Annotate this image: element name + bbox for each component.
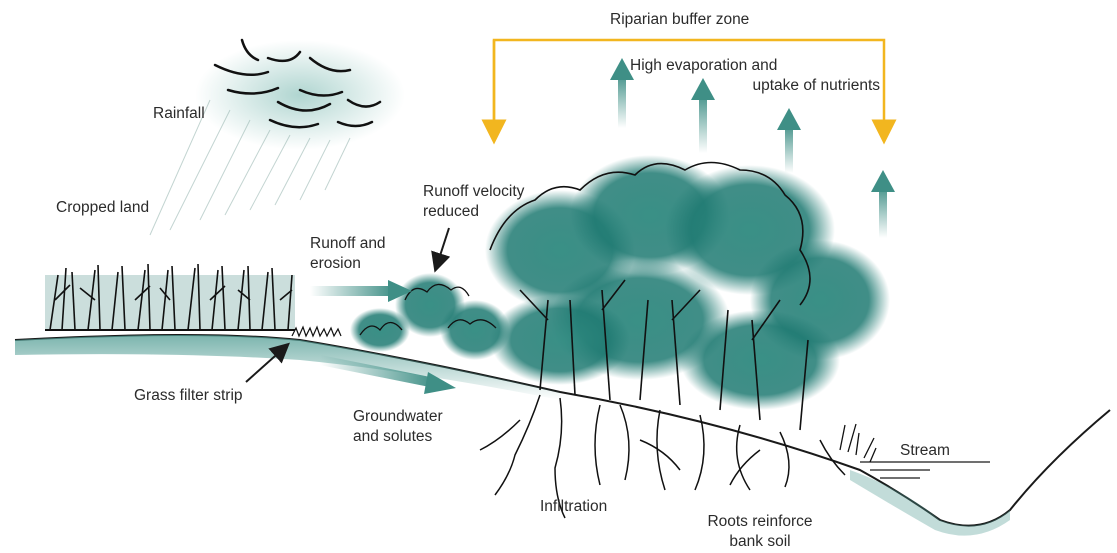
cropped-land-plants [45, 264, 295, 330]
label-rainfall: Rainfall [153, 104, 205, 124]
label-runoff-velocity-line2: reduced [423, 202, 524, 222]
label-stream: Stream [900, 441, 950, 461]
label-runoff-erosion-line2: erosion [310, 254, 386, 274]
label-groundwater-line1: Groundwater [353, 407, 443, 427]
label-runoff-velocity-line1: Runoff velocity [423, 182, 524, 202]
label-runoff-erosion: Runoff and erosion [310, 234, 386, 274]
runoff-velocity-pointer [437, 228, 449, 265]
label-runoff-velocity: Runoff velocity reduced [423, 182, 524, 222]
label-cropped-land: Cropped land [56, 198, 149, 218]
label-roots: Roots reinforce bank soil [695, 512, 825, 552]
label-grass-filter-strip: Grass filter strip [134, 386, 243, 406]
rain-cloud [195, 40, 405, 150]
label-groundwater: Groundwater and solutes [353, 407, 443, 447]
label-evaporation: High evaporation and uptake of nutrients [630, 56, 880, 96]
label-infiltration: Infiltration [540, 497, 607, 517]
label-roots-line1: Roots reinforce [695, 512, 825, 532]
label-evaporation-line1: High evaporation and [630, 56, 880, 76]
label-roots-line2: bank soil [695, 532, 825, 552]
label-runoff-erosion-line1: Runoff and [310, 234, 386, 254]
evaporation-arrow [777, 108, 801, 173]
evaporation-arrow [871, 170, 895, 238]
grass-filter-strip [292, 327, 341, 336]
label-evaporation-line2: uptake of nutrients [630, 76, 880, 96]
label-groundwater-line2: and solutes [353, 427, 443, 447]
stream-water [860, 462, 990, 478]
label-riparian-buffer-zone: Riparian buffer zone [610, 10, 749, 30]
bank-grass [840, 424, 876, 462]
